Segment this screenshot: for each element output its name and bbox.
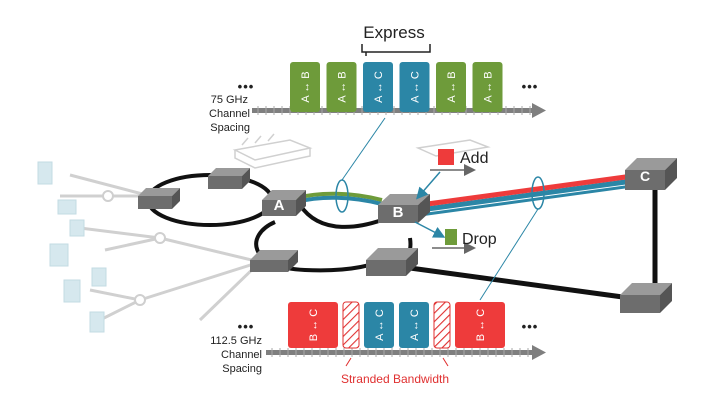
express-channel-label: A ↔ B <box>483 71 495 102</box>
bottom-channel <box>433 301 451 349</box>
faint-shelf <box>232 133 313 169</box>
express-bracket <box>361 44 431 53</box>
bottom-axis-bar <box>266 350 532 355</box>
bottom-channel-label: B ↔ C <box>475 309 487 341</box>
bottom-strip: ••• ••• 112.5 GHz Channel Spacing B ↔ C A… <box>210 301 546 386</box>
express-channel-label: A ↔ C <box>373 71 385 103</box>
access-node-icons <box>37 161 166 333</box>
bottom-channel-block <box>364 302 394 348</box>
add-group: Add <box>416 149 488 200</box>
node-left-bottom <box>250 250 298 272</box>
express-channel: A ↔ C <box>363 62 393 112</box>
bottom-axis <box>266 345 546 360</box>
link-a-b <box>295 191 383 206</box>
link-b-c <box>419 172 641 217</box>
express-ellipsis-left: ••• <box>238 79 255 94</box>
express-channel: A ↔ C <box>399 62 430 112</box>
bottom-channel: B ↔ C <box>288 302 338 348</box>
node-bottom-center <box>366 248 418 276</box>
bottom-spacing-2: Channel <box>221 349 262 361</box>
express-spacing-3: Spacing <box>210 122 250 134</box>
express-spacing-2: Channel <box>209 108 250 120</box>
express-channels: A ↔ B A ↔ B A ↔ C A ↔ C A ↔ B A ↔ B <box>290 62 503 112</box>
bottom-channel-block <box>433 301 451 349</box>
express-spacing-1: 75 GHz <box>211 94 248 106</box>
express-channel-block <box>472 62 503 112</box>
express-channel: A ↔ B <box>290 62 320 112</box>
node-bottom-right <box>620 283 672 313</box>
express-channel-block <box>363 62 393 112</box>
bottom-channel-block <box>399 302 429 348</box>
express-channel-block <box>436 62 466 112</box>
express-channel: A ↔ B <box>436 62 466 112</box>
bottom-axis-arrowhead <box>532 345 546 360</box>
bottom-channel: A ↔ C <box>399 302 429 348</box>
bottom-channel-block <box>288 302 338 348</box>
bottom-ellipsis-left: ••• <box>238 319 255 334</box>
bottom-channel-label: A ↔ C <box>409 309 421 341</box>
express-strip: Express ••• ••• 75 GHz Channel Spacing A… <box>209 23 546 134</box>
node-c-label: C <box>640 168 650 184</box>
faint-shelf-add <box>415 139 491 157</box>
express-channel-label: A ↔ B <box>337 71 349 102</box>
node-b-label: B <box>393 204 404 221</box>
callout-lines <box>341 117 539 301</box>
express-title: Express <box>363 23 424 42</box>
bottom-ellipsis-right: ••• <box>522 319 539 334</box>
bottom-spacing-1: 112.5 GHz <box>210 335 262 347</box>
stranded-bandwidth-label: Stranded Bandwidth <box>341 372 449 386</box>
bottom-channel: A ↔ C <box>364 302 394 348</box>
bottom-spacing-3: Spacing <box>222 363 262 375</box>
link-lines <box>409 190 658 301</box>
express-channel-block <box>290 62 320 112</box>
node-b: B <box>378 194 430 223</box>
node-small-2 <box>208 168 250 189</box>
express-channel-label: A ↔ B <box>300 71 312 102</box>
express-channel-block <box>399 62 430 112</box>
bottom-channel: B ↔ C <box>455 302 505 348</box>
express-channel-block <box>326 62 357 112</box>
node-a: A <box>262 190 306 216</box>
drop-group: Drop <box>414 221 497 254</box>
drop-label: Drop <box>462 231 497 248</box>
express-channel-label: A ↔ B <box>446 71 458 102</box>
bottom-channel <box>342 301 360 349</box>
express-channel: A ↔ B <box>326 62 357 112</box>
node-small-1 <box>138 188 180 209</box>
express-ellipsis-right: ••• <box>522 79 539 94</box>
express-channel: A ↔ B <box>472 62 503 112</box>
node-a-label: A <box>274 197 285 214</box>
access-network <box>60 173 262 322</box>
add-label: Add <box>460 150 488 167</box>
bottom-channel-block <box>342 301 360 349</box>
bottom-channel-block <box>455 302 505 348</box>
express-channel-label: A ↔ C <box>410 71 422 103</box>
node-c: C <box>625 158 677 190</box>
bottom-channel-label: A ↔ C <box>374 309 386 341</box>
bottom-channels: B ↔ C A ↔ C A ↔ C B ↔ C <box>288 301 505 349</box>
express-axis-arrowhead <box>532 103 546 118</box>
bottom-channel-label: B ↔ C <box>308 309 320 341</box>
